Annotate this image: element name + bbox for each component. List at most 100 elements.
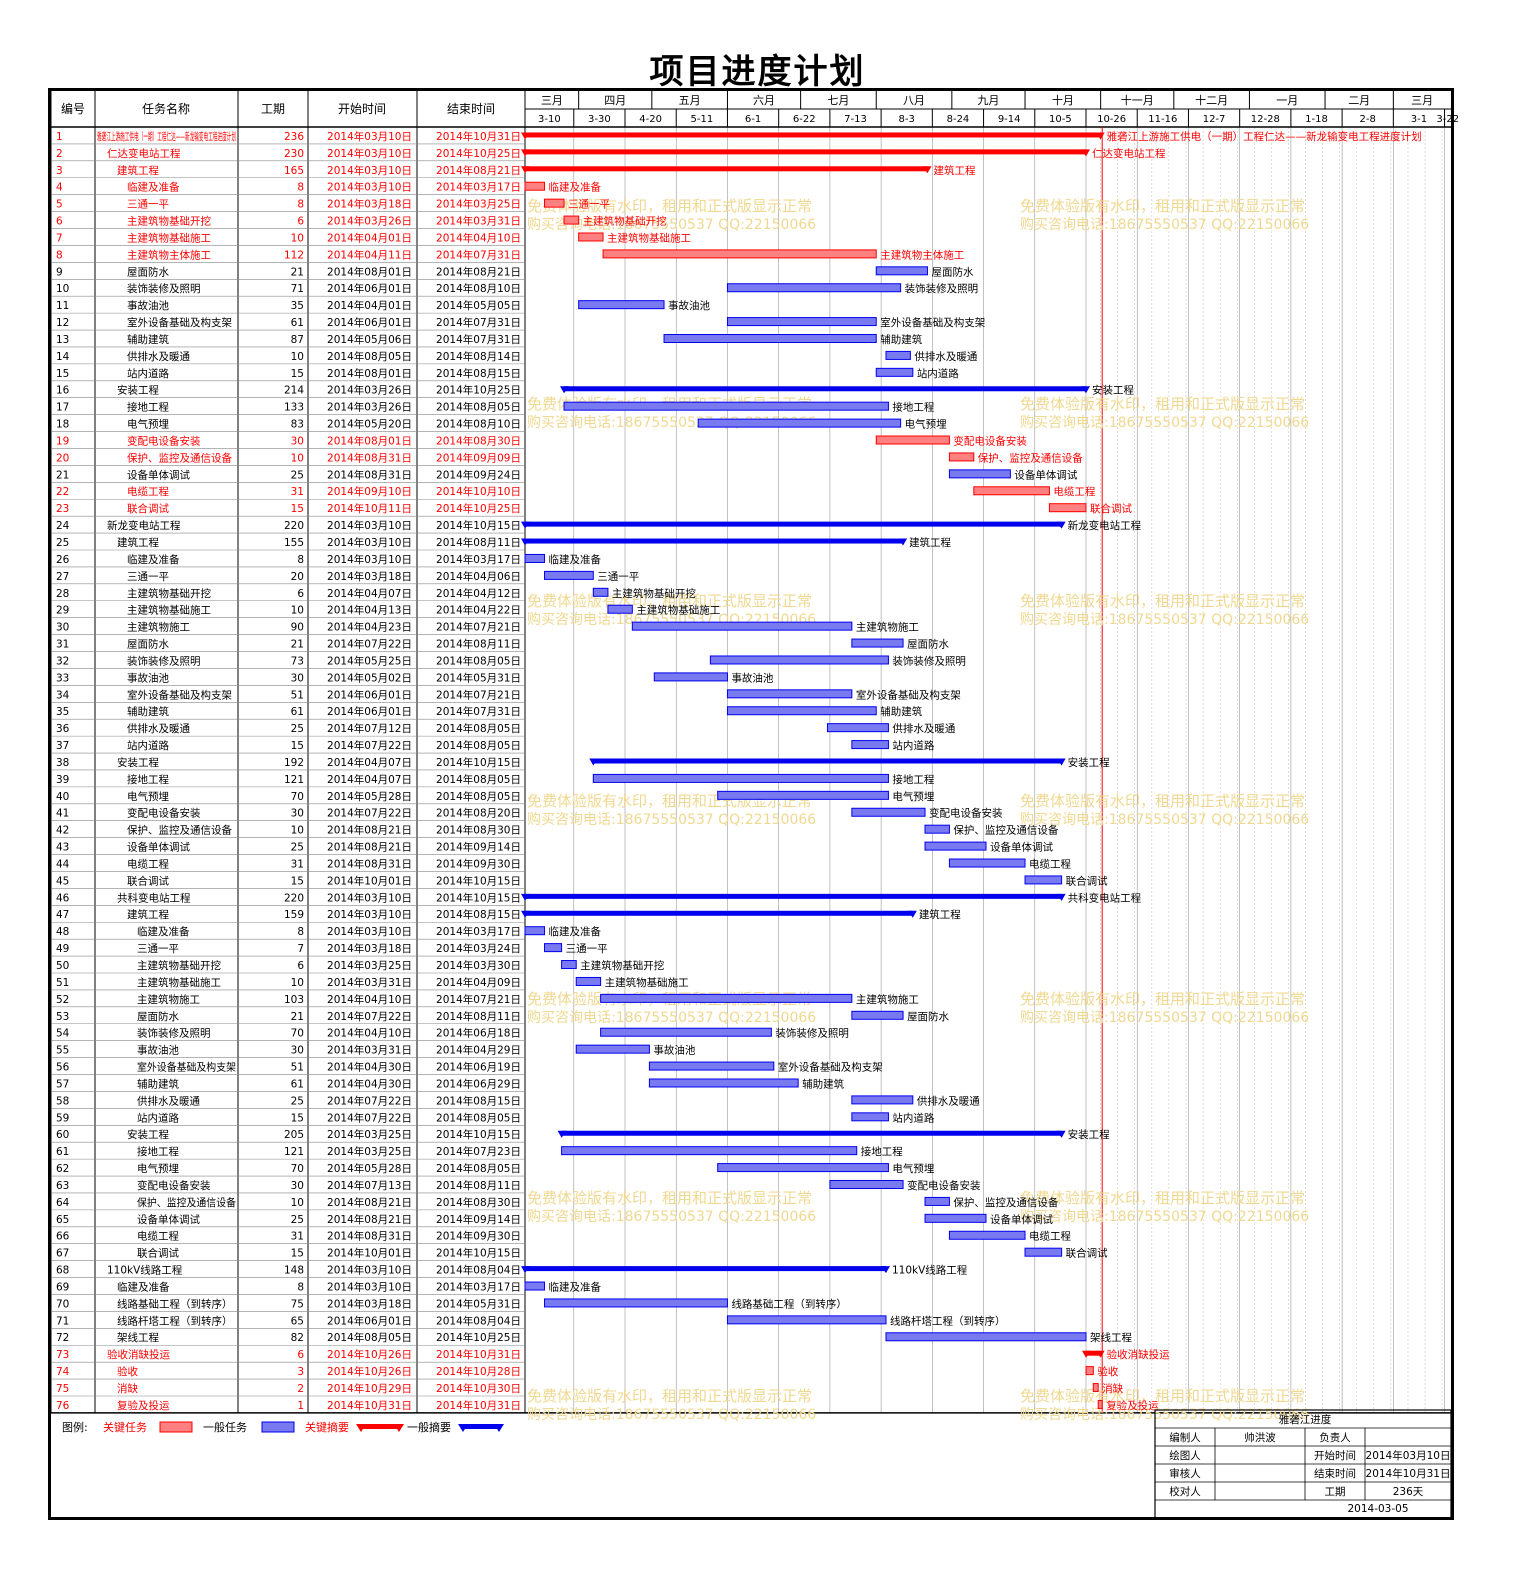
task-id: 68 bbox=[56, 1265, 69, 1277]
task-id: 35 bbox=[56, 706, 69, 718]
task-id: 40 bbox=[56, 791, 69, 803]
task-start: 2014年03月26日 bbox=[327, 401, 412, 414]
bar-label: 站内道路 bbox=[892, 1111, 934, 1124]
task-name: 新龙变电站工程 bbox=[107, 519, 181, 532]
task-end: 2014年08月21日 bbox=[436, 164, 521, 177]
task-duration: 7 bbox=[297, 943, 304, 955]
task-id: 73 bbox=[56, 1349, 69, 1361]
task-end: 2014年10月28日 bbox=[436, 1365, 521, 1378]
task-end: 2014年09月09日 bbox=[436, 451, 521, 464]
task-id: 70 bbox=[56, 1298, 69, 1310]
task-bar bbox=[726, 317, 877, 327]
month-label: 十一月 bbox=[1121, 93, 1154, 107]
task-id: 76 bbox=[56, 1400, 70, 1412]
task-name: 安装工程 bbox=[127, 1128, 169, 1141]
legend-cap bbox=[494, 1424, 504, 1432]
summary-cap-end bbox=[1081, 386, 1091, 394]
summary-cap-start bbox=[521, 166, 530, 174]
summary-cap-end bbox=[1056, 521, 1066, 529]
task-start: 2014年03月26日 bbox=[327, 215, 412, 228]
bar-label: 室外设备基础及构支架 bbox=[856, 688, 961, 701]
task-id: 74 bbox=[56, 1366, 70, 1378]
task-bar bbox=[600, 993, 853, 1003]
week-label: 12-28 bbox=[1251, 114, 1280, 125]
summary-cap-start bbox=[521, 893, 530, 901]
task-bar bbox=[648, 1078, 799, 1088]
task-start: 2014年10月29日 bbox=[327, 1382, 412, 1395]
task-id: 75 bbox=[56, 1383, 69, 1395]
task-name: 设备单体调试 bbox=[127, 841, 190, 854]
month-label: 三月 bbox=[541, 94, 563, 107]
task-duration: 30 bbox=[291, 808, 304, 820]
task-end: 2014年08月11日 bbox=[436, 1010, 521, 1023]
task-id: 11 bbox=[56, 300, 69, 312]
info-cell: 校对人 bbox=[1169, 1485, 1201, 1498]
task-start: 2014年03月10日 bbox=[327, 891, 412, 904]
task-end: 2014年08月15日 bbox=[436, 908, 521, 921]
task-duration: 10 bbox=[291, 1197, 304, 1209]
task-end: 2014年07月31日 bbox=[436, 333, 521, 346]
task-name: 主建筑物基础施工 bbox=[127, 231, 211, 244]
summary-cap-start bbox=[521, 910, 530, 918]
week-label: 11-16 bbox=[1148, 114, 1177, 125]
column-header-duration: 工期 bbox=[261, 102, 285, 116]
task-start: 2014年07月13日 bbox=[327, 1179, 412, 1192]
chart-frame bbox=[48, 88, 1454, 1520]
task-name: 辅助建筑 bbox=[127, 705, 169, 718]
task-end: 2014年08月14日 bbox=[436, 350, 521, 363]
task-end: 2014年10月31日 bbox=[436, 1399, 521, 1412]
task-start: 2014年07月22日 bbox=[327, 638, 412, 651]
legend-cap bbox=[394, 1424, 404, 1432]
task-duration: 65 bbox=[291, 1315, 304, 1327]
task-end: 2014年08月04日 bbox=[436, 1314, 521, 1327]
task-start: 2014年04月07日 bbox=[327, 587, 412, 600]
task-end: 2014年09月14日 bbox=[436, 1213, 521, 1226]
task-start: 2014年03月18日 bbox=[327, 198, 412, 211]
task-start: 2014年05月20日 bbox=[327, 418, 412, 431]
task-name: 安装工程 bbox=[117, 384, 159, 397]
watermark-line-2: 购买咨询电话:18675550537 QQ:22150066 bbox=[1020, 812, 1309, 828]
task-duration: 25 bbox=[291, 469, 304, 481]
task-start: 2014年06月01日 bbox=[327, 316, 412, 329]
task-name: 保护、监控及通信设备 bbox=[127, 824, 232, 837]
task-bar bbox=[578, 232, 604, 242]
task-duration: 25 bbox=[291, 842, 304, 854]
task-name: 变配电设备安装 bbox=[127, 807, 201, 820]
task-name: 临建及准备 bbox=[137, 925, 190, 938]
task-id: 67 bbox=[56, 1248, 69, 1260]
task-start: 2014年03月25日 bbox=[327, 959, 412, 972]
legend-critical-summary: 关键摘要 bbox=[305, 1420, 349, 1434]
bar-label: 站内道路 bbox=[892, 739, 934, 752]
week-label: 8-3 bbox=[899, 114, 915, 125]
task-start: 2014年03月26日 bbox=[327, 384, 412, 397]
bar-label: 主建筑物基础施工 bbox=[607, 231, 691, 244]
info-cell: 负责人 bbox=[1319, 1431, 1351, 1444]
task-duration: 1 bbox=[297, 1400, 304, 1412]
task-start: 2014年04月01日 bbox=[327, 231, 412, 244]
task-bar bbox=[524, 1281, 546, 1291]
task-duration: 8 bbox=[297, 926, 304, 938]
bar-label: 建筑工程 bbox=[933, 164, 975, 177]
bar-label: 架线工程 bbox=[1090, 1331, 1132, 1344]
watermark-line-2: 购买咨询电话:18675550537 QQ:22150066 bbox=[527, 1010, 816, 1026]
task-name: 站内道路 bbox=[137, 1111, 179, 1124]
task-id: 47 bbox=[56, 909, 69, 921]
task-name: 建筑工程 bbox=[127, 908, 169, 921]
task-end: 2014年07月23日 bbox=[436, 1145, 521, 1158]
task-bar bbox=[924, 841, 987, 851]
summary-cap-end bbox=[907, 910, 917, 918]
legend-cap bbox=[458, 1424, 468, 1432]
task-id: 26 bbox=[56, 554, 70, 566]
task-end: 2014年04月09日 bbox=[436, 976, 521, 989]
task-id: 3 bbox=[56, 165, 63, 177]
task-start: 2014年03月10日 bbox=[327, 181, 412, 194]
task-end: 2014年03月30日 bbox=[436, 959, 521, 972]
task-end: 2014年10月25日 bbox=[436, 384, 521, 397]
task-duration: 30 bbox=[291, 435, 304, 447]
task-end: 2014年10月30日 bbox=[436, 1382, 521, 1395]
task-end: 2014年08月10日 bbox=[436, 418, 521, 431]
column-header-end: 结束时间 bbox=[447, 102, 495, 116]
task-bar bbox=[948, 1230, 1026, 1240]
task-end: 2014年08月05日 bbox=[436, 773, 521, 786]
